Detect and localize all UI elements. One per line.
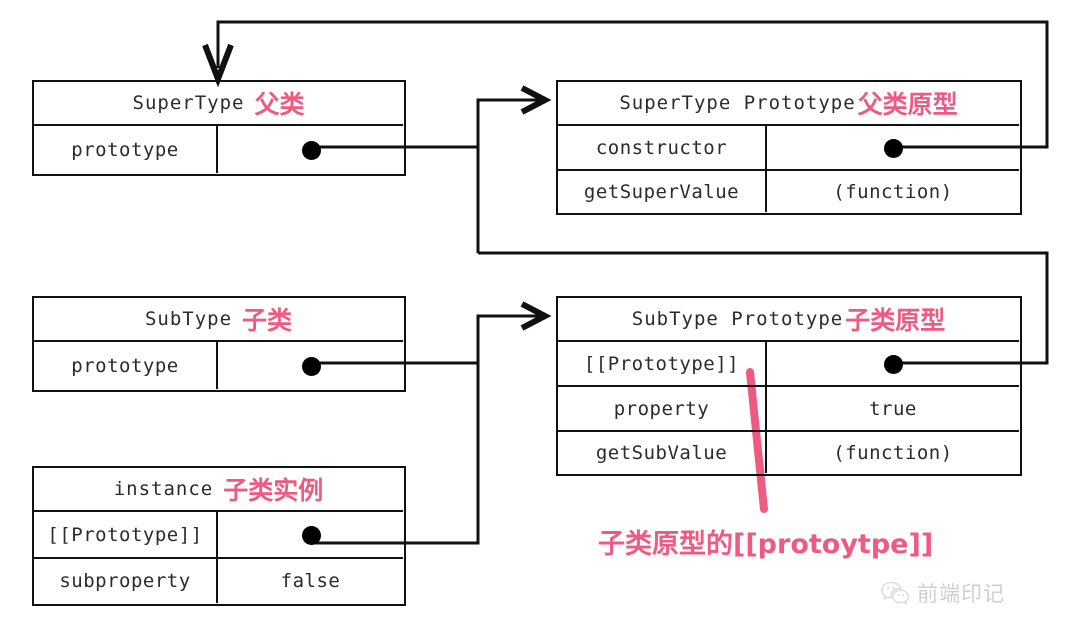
row-value-property: true	[869, 397, 917, 420]
box-subtype-title-en: SubType	[144, 308, 233, 330]
box-subtype-prototype: SubType Prototype 子类原型 [[Prototype]] pro…	[556, 296, 1022, 476]
row-value-constructor	[767, 126, 1019, 169]
row-label-prototype-internal: [[Prototype]]	[34, 512, 218, 557]
table-row: [[Prototype]]	[34, 512, 403, 559]
table-row: prototype	[34, 342, 403, 389]
watermark-label: 前端印记	[917, 582, 1005, 606]
box-supertype-prototype: SuperType Prototype 父类原型 constructor get…	[556, 80, 1022, 215]
row-label-prototype: prototype	[34, 342, 218, 389]
row-label-constructor: constructor	[558, 126, 767, 169]
box-supertype-title-en: SuperType	[132, 92, 245, 114]
row-value-getsupervalue: (function)	[833, 180, 953, 203]
table-row: constructor	[558, 126, 1019, 171]
row-label-getsupervalue: getSuperValue	[558, 171, 767, 212]
box-supertype-header: SuperType 父类	[34, 82, 403, 126]
box-supertype-prototype-header: SuperType Prototype 父类原型	[558, 82, 1019, 126]
box-subtype-prototype-title-cn: 子类原型	[845, 306, 946, 335]
pointer-dot-icon	[301, 356, 321, 376]
wechat-icon	[881, 581, 909, 605]
pointer-dot-icon	[301, 525, 321, 545]
pointer-dot-icon	[884, 354, 903, 374]
watermark: 前端印记	[880, 578, 1005, 608]
table-row: getSubValue (function)	[558, 432, 1019, 473]
box-subtype-prototype-header: SubType Prototype 子类原型	[558, 298, 1019, 342]
box-instance-title-cn: 子类实例	[223, 476, 324, 505]
box-supertype-prototype-title-cn: 父类原型	[857, 90, 958, 119]
table-row: subproperty false	[34, 559, 403, 603]
table-row: [[Prototype]]	[558, 342, 1019, 387]
row-label-getsubvalue: getSubValue	[558, 432, 767, 473]
box-supertype-prototype-title-en: SuperType Prototype	[619, 92, 856, 114]
table-row: getSuperValue (function)	[558, 171, 1019, 212]
box-instance-title-en: instance	[113, 478, 214, 500]
pointer-dot-icon	[884, 138, 903, 158]
row-value-subproperty: false	[280, 570, 341, 592]
box-subtype-title-cn: 子类	[242, 306, 293, 335]
box-instance: instance 子类实例 [[Prototype]] subproperty …	[32, 466, 406, 606]
box-instance-header: instance 子类实例	[34, 468, 403, 512]
row-label-property: property	[558, 387, 767, 430]
box-supertype: SuperType 父类 prototype	[32, 80, 406, 176]
row-value-prototype	[218, 342, 403, 389]
annotation-subtype-prototype-pointer: 子类原型的[[protoytpe]]	[598, 529, 934, 560]
box-subtype: SubType 子类 prototype	[32, 296, 406, 392]
table-row: property true	[558, 387, 1019, 432]
row-label-subproperty: subproperty	[34, 559, 218, 603]
row-value-prototype-internal	[767, 342, 1019, 385]
row-label-prototype-internal: [[Prototype]]	[558, 342, 767, 385]
row-label-prototype: prototype	[34, 126, 218, 173]
pointer-dot-icon	[301, 140, 321, 160]
table-row: prototype	[34, 126, 403, 173]
box-subtype-prototype-title-en: SubType Prototype	[631, 308, 844, 330]
box-supertype-title-cn: 父类	[254, 90, 305, 119]
row-value-prototype	[218, 126, 403, 173]
row-value-prototype-internal	[218, 512, 403, 557]
row-value-getsubvalue: (function)	[833, 441, 953, 464]
box-subtype-header: SubType 子类	[34, 298, 403, 342]
